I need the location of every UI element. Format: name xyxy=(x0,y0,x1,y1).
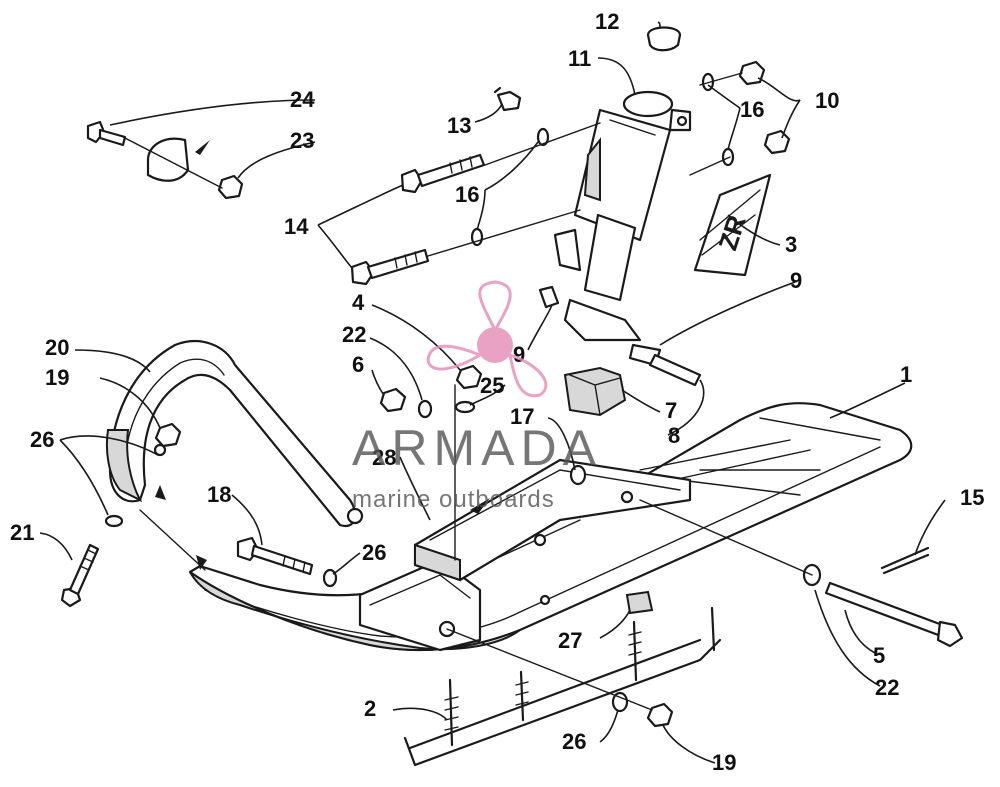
wear-bar-part xyxy=(403,606,722,767)
armada-watermark: ARMADA marine outboards xyxy=(352,280,602,513)
callout-3: 3 xyxy=(785,232,797,257)
callout-25: 25 xyxy=(480,373,504,398)
callout-11: 11 xyxy=(568,46,591,71)
callout-9-upper: 9 xyxy=(790,268,802,293)
callout-26-middle: 26 xyxy=(362,540,386,565)
cap-part xyxy=(646,26,682,52)
nut-6-part xyxy=(379,387,407,413)
bolt-18-part xyxy=(236,536,314,576)
callout-14: 14 xyxy=(284,214,309,239)
propeller-logo-icon xyxy=(426,280,548,398)
callout-12: 12 xyxy=(595,9,619,34)
callout-10: 10 xyxy=(815,88,839,113)
grease-fitting-part xyxy=(493,86,522,112)
callout-21: 21 xyxy=(10,520,34,545)
callout-20: 20 xyxy=(45,335,69,360)
callout-2: 2 xyxy=(364,696,376,721)
callout-26-bottom: 26 xyxy=(562,729,586,754)
callout-17: 17 xyxy=(510,404,534,429)
callout-27: 27 xyxy=(558,628,582,653)
callout-19-left: 19 xyxy=(45,365,69,390)
washer-26-part xyxy=(104,514,629,713)
bolt-part xyxy=(350,153,486,286)
callout-22-lower: 22 xyxy=(875,675,899,700)
callout-19-bottom: 19 xyxy=(712,750,736,775)
watermark-subtitle: marine outboards xyxy=(352,486,555,513)
assembly-centerlines xyxy=(122,72,813,711)
bolt-5-part xyxy=(824,581,964,648)
callout-22-upper: 22 xyxy=(342,322,366,347)
callout-13: 13 xyxy=(447,113,471,138)
callout-labels: 1 2 3 4 5 6 7 8 9 9 10 11 12 13 14 15 16… xyxy=(10,9,984,775)
callout-24: 24 xyxy=(290,87,315,112)
callout-7: 7 xyxy=(665,398,677,423)
shock-absorber-part xyxy=(553,90,692,342)
decal-part: ZR xyxy=(693,173,772,277)
pin-part xyxy=(648,353,702,387)
callout-18: 18 xyxy=(207,482,231,507)
arrow-icon xyxy=(155,140,490,570)
callout-6: 6 xyxy=(352,352,364,377)
callout-1: 1 xyxy=(900,362,912,387)
ski-loop-part xyxy=(105,340,364,528)
bumper-block-part xyxy=(563,366,627,417)
callout-9-lower: 9 xyxy=(513,342,525,367)
callout-16-left: 16 xyxy=(455,182,479,207)
nut-19-part xyxy=(153,422,674,728)
callout-26-left: 26 xyxy=(30,427,54,452)
callout-8: 8 xyxy=(668,423,680,448)
callout-15: 15 xyxy=(960,485,984,510)
callout-5: 5 xyxy=(873,643,885,668)
callout-28: 28 xyxy=(372,445,396,470)
nut-4-part xyxy=(455,364,483,390)
bolt-21-part xyxy=(60,543,100,608)
callout-16-right: 16 xyxy=(740,97,764,122)
callout-23: 23 xyxy=(290,128,314,153)
spacer-part xyxy=(625,590,654,615)
spindle-housing-part xyxy=(413,458,692,582)
watermark-title: ARMADA xyxy=(352,420,602,476)
washer-25-part xyxy=(454,400,476,414)
washer-17-part xyxy=(569,464,587,486)
callout-4: 4 xyxy=(352,290,365,315)
callout-leaders xyxy=(39,21,946,764)
cotter-pin-part xyxy=(880,546,930,575)
